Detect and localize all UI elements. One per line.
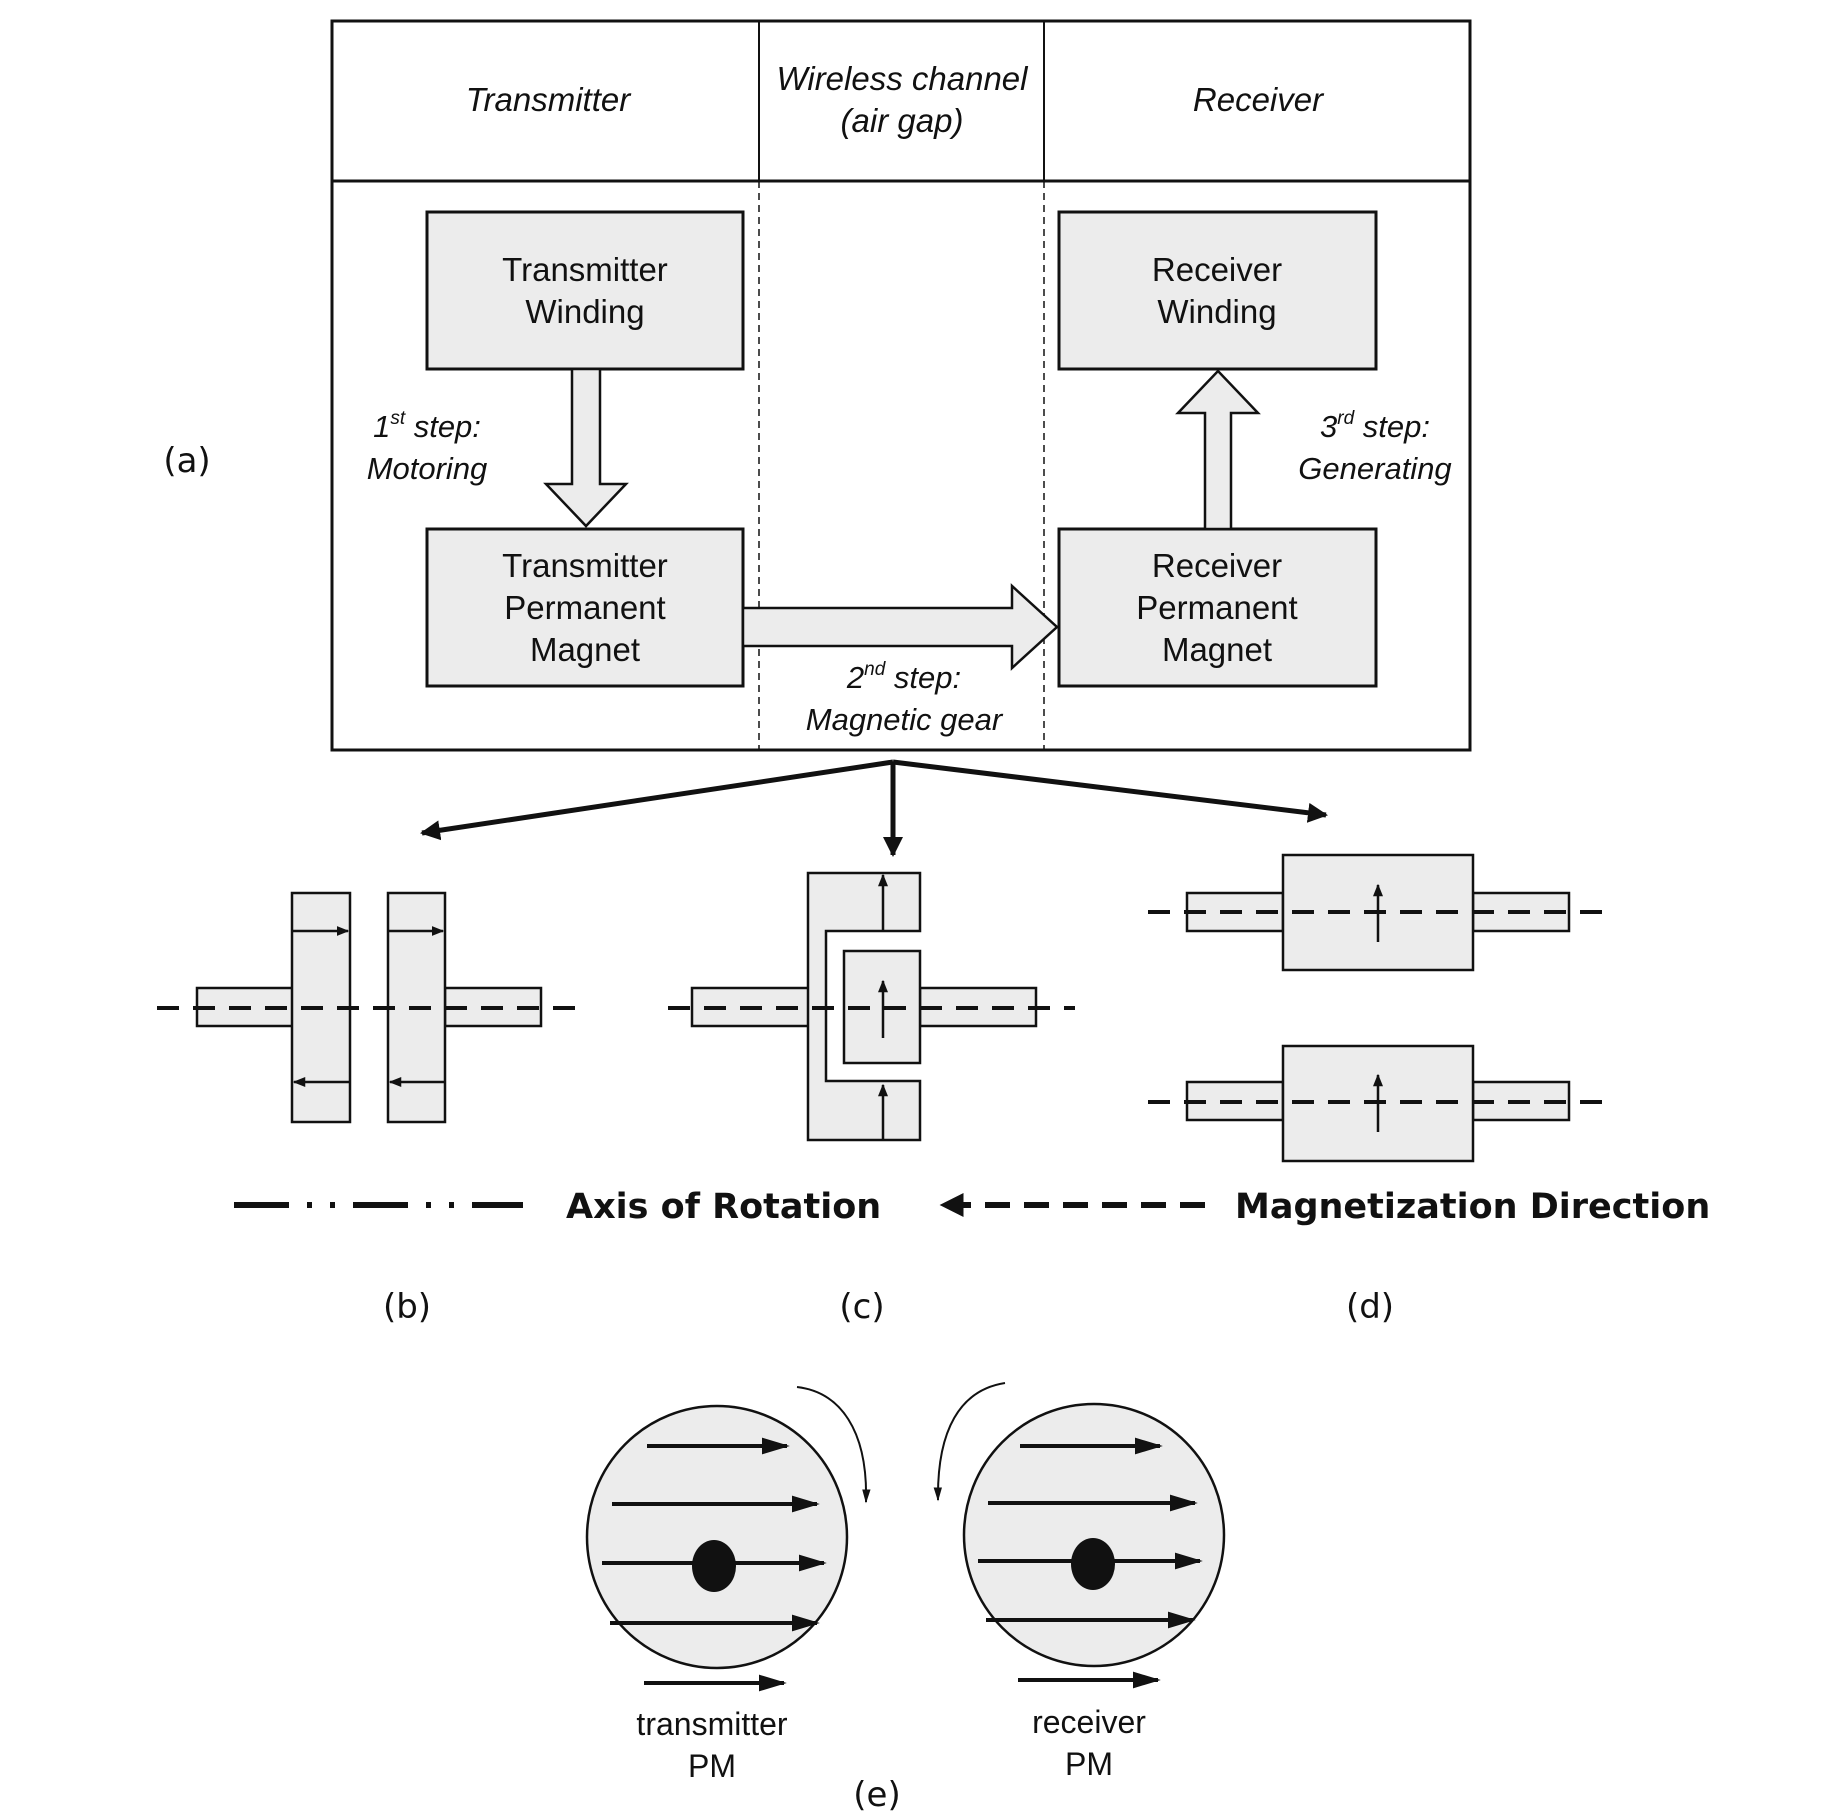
step1-label: 1st step: — [373, 408, 481, 444]
parallel-unit-bottom — [1148, 1044, 1610, 1163]
parallel-unit-top — [1148, 853, 1610, 972]
panel-d-parallel-coupling — [1148, 853, 1610, 1163]
arrow-to-d-icon — [892, 759, 1328, 823]
clockwise-rotation-arrow-icon — [796, 1386, 871, 1504]
panel-a: (a) Transmitter Wireless channel (air ga… — [163, 19, 1472, 752]
block-text: Permanent — [504, 589, 665, 626]
panel-d-label: (d) — [1346, 1287, 1394, 1327]
block-text: Transmitter — [502, 251, 668, 288]
block-text: Transmitter — [502, 547, 668, 584]
panel-a-label: (a) — [163, 441, 210, 481]
column-header-channel-line1: Wireless channel — [777, 60, 1030, 97]
block-transmitter-permanent-magnet: Transmitter Permanent Magnet — [425, 527, 745, 688]
block-text: Magnet — [530, 631, 640, 668]
counterclockwise-rotation-arrow-icon — [933, 1382, 1006, 1502]
outer-magnet — [806, 871, 922, 1142]
block-receiver-winding: Receiver Winding — [1057, 210, 1378, 371]
transmitter-pm-label-line2: PM — [688, 1748, 736, 1784]
panel-a-frame — [330, 19, 1472, 752]
panel-b-label: (b) — [383, 1287, 431, 1327]
shaft-dot — [692, 1540, 736, 1592]
step2-name: Magnetic gear — [806, 702, 1004, 737]
transmitter-pm-label-line1: transmitter — [636, 1706, 787, 1742]
panel-e-label: (e) — [853, 1775, 900, 1815]
generating-arrow-icon — [1175, 369, 1261, 531]
fan-out-arrows — [420, 759, 1328, 857]
step1-name: Motoring — [367, 451, 488, 486]
panel-b-axial-coupling — [157, 891, 580, 1124]
magnet-disc — [962, 1402, 1226, 1668]
legend-magnetization-label: Magnetization Direction — [1235, 1187, 1710, 1227]
block-text: Permanent — [1136, 589, 1297, 626]
motoring-arrow-icon — [543, 367, 629, 528]
transmitter-pm-disc — [585, 1404, 849, 1692]
legend-axis-label: Axis of Rotation — [566, 1187, 881, 1227]
step3-name: Generating — [1298, 451, 1451, 486]
block-transmitter-winding: Transmitter Winding — [425, 210, 745, 371]
block-text: Magnet — [1162, 631, 1272, 668]
panel-c-label: (c) — [839, 1287, 884, 1327]
column-header-transmitter: Transmitter — [466, 81, 632, 118]
block-text: Winding — [525, 293, 644, 330]
step3-label: 3rd step: — [1320, 408, 1430, 444]
magnetic-gear-arrow-icon — [741, 583, 1059, 671]
receiver-pm-disc — [962, 1402, 1226, 1689]
arrow-to-b-icon — [420, 759, 894, 841]
receiver-pm-label-line2: PM — [1065, 1746, 1113, 1782]
panel-c-coaxial-coupling — [668, 871, 1075, 1142]
panel-e-rotating-magnets: transmitter PM receiver PM (e) — [585, 1382, 1226, 1815]
receiver-pm-label-line1: receiver — [1032, 1704, 1146, 1740]
block-text: Receiver — [1152, 251, 1282, 288]
block-receiver-permanent-magnet: Receiver Permanent Magnet — [1057, 527, 1378, 688]
column-header-receiver: Receiver — [1193, 81, 1325, 118]
block-text: Receiver — [1152, 547, 1282, 584]
step2-label: 2nd step: — [846, 659, 961, 695]
shaft-dot — [1071, 1538, 1115, 1590]
legend: Axis of Rotation Magnetization Direction — [234, 1187, 1710, 1227]
column-header-channel-line2: (air gap) — [841, 102, 964, 139]
magnet-disc — [585, 1404, 849, 1670]
block-text: Winding — [1157, 293, 1276, 330]
